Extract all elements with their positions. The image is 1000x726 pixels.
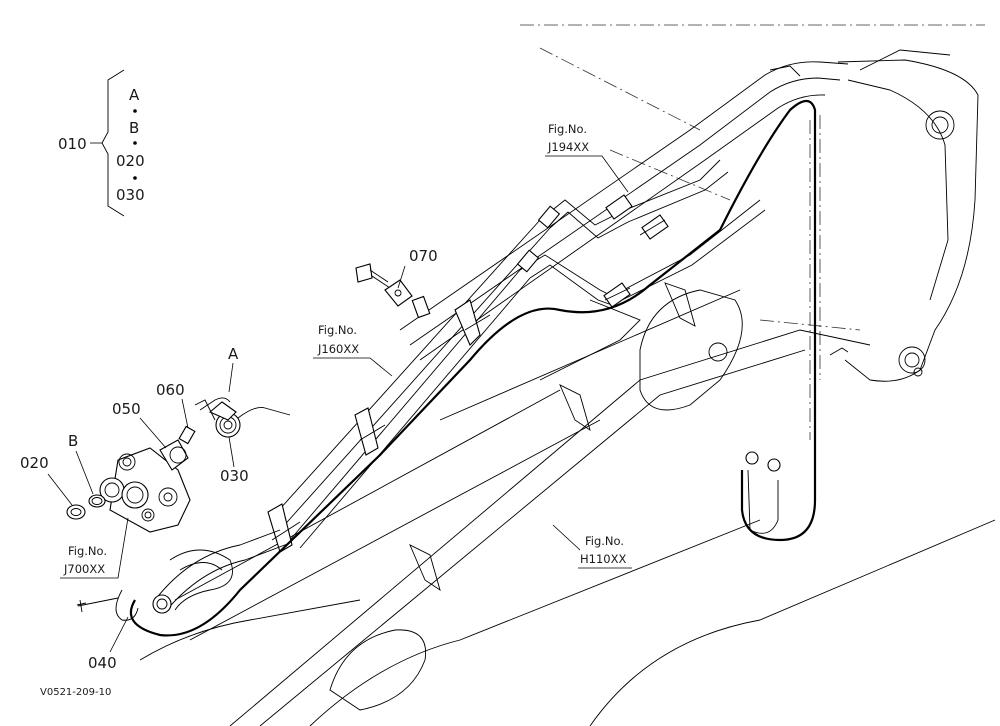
- ref-j194-line2: J194XX: [547, 140, 589, 154]
- part-labels: 020 B 050 060 A 030 040 070: [20, 247, 438, 672]
- part-label-030: 030: [220, 467, 249, 485]
- pipe-clamp: [267, 503, 301, 553]
- hose-end-cap: [767, 458, 781, 472]
- bolt-070: [355, 263, 373, 283]
- legend-item-b: B: [129, 119, 139, 137]
- ref-j160-line2: J160XX: [317, 342, 359, 356]
- part-label-a: A: [228, 345, 239, 363]
- ref-h110-line1: Fig.No.: [585, 534, 624, 548]
- part-label-060: 060: [156, 381, 185, 399]
- legend-group-part: 010: [58, 135, 87, 153]
- pipe-fitting-upper: [516, 205, 561, 273]
- part-label-b: B: [68, 432, 78, 450]
- part-label-020: 020: [20, 454, 49, 472]
- legend-item-030: 030: [116, 186, 145, 204]
- part-label-070: 070: [409, 247, 438, 265]
- part-label-050: 050: [112, 400, 141, 418]
- ref-j700-line1: Fig.No.: [68, 544, 107, 558]
- figure-references: Fig.No. J194XX Fig.No. J160XX Fig.No. J7…: [60, 122, 632, 579]
- ref-j700-line2: J700XX: [63, 562, 105, 576]
- legend-bracket: 010 A B 020 030: [58, 69, 145, 217]
- hose-end-cap: [745, 451, 759, 465]
- pipe-fitting-top: [603, 194, 669, 308]
- drawing-code: V0521-209-10: [40, 687, 111, 698]
- plate-070: [384, 279, 413, 307]
- hydraulic-hose: [129, 99, 817, 637]
- legend-item-a: A: [129, 86, 140, 104]
- part-label-040: 040: [88, 654, 117, 672]
- boom-structure: [139, 24, 996, 726]
- ref-j194-line1: Fig.No.: [548, 122, 587, 136]
- pipe-clamp: [354, 407, 386, 456]
- quick-coupler-assembly: [66, 263, 431, 621]
- legend-item-020: 020: [116, 152, 145, 170]
- pipe-clamp: [454, 299, 491, 346]
- steel-pipes: [152, 159, 766, 614]
- ref-h110-line2: H110XX: [580, 552, 626, 566]
- ref-j160-line1: Fig.No.: [318, 323, 357, 337]
